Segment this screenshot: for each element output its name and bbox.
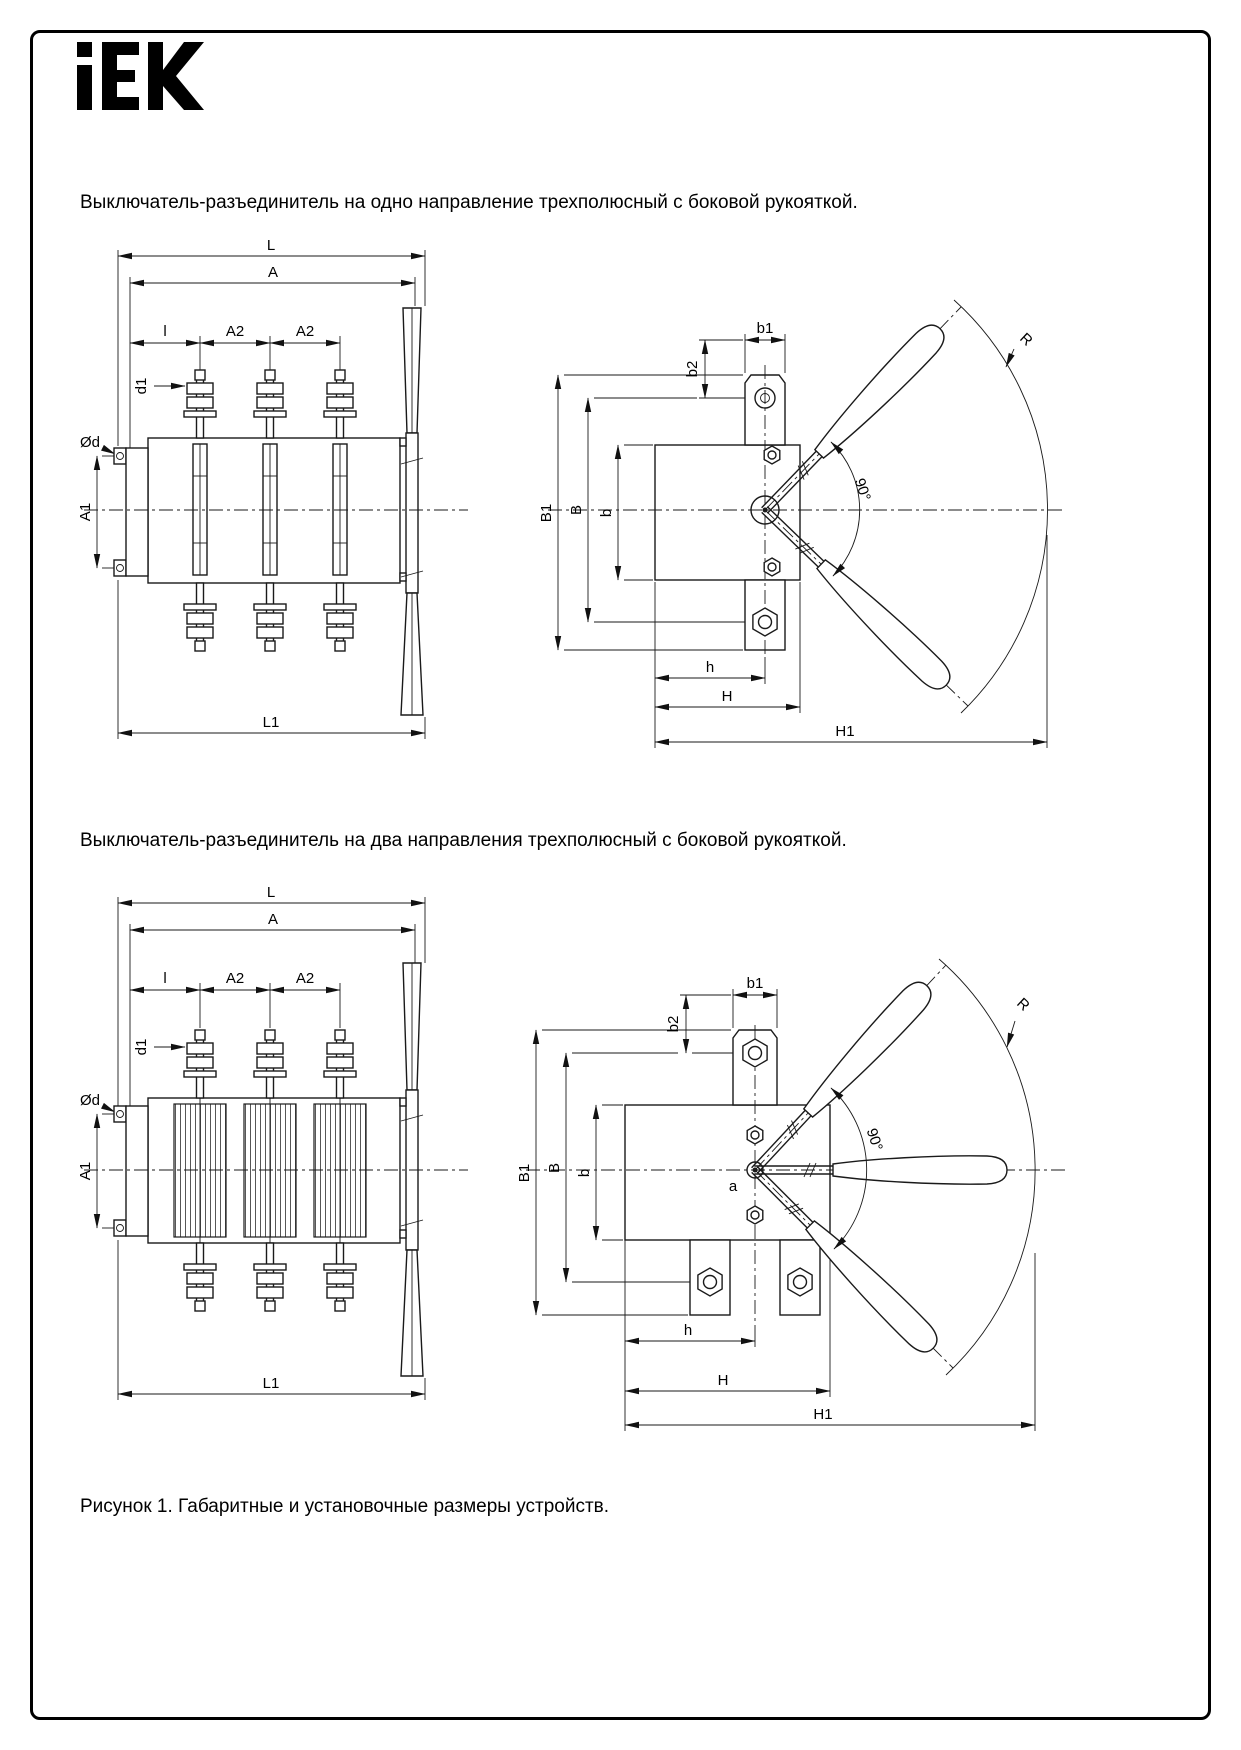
figure-caption: Рисунок 1. Габаритные и установочные раз… [80,1496,610,1517]
switch-body-side [654,444,801,581]
swing-arcs [830,958,1036,1376]
dim-label-A1: A1 [77,1162,94,1180]
dimension-labels: L A l A2 A2 d1 Ød A1 L1 [77,884,314,1392]
dimension-labels: L A l A2 A2 d1 Ød A1 L1 [77,237,314,731]
dim-label-angle: 90° [851,476,874,503]
swing-arcs [830,299,1048,714]
dim-label-A2-2: A2 [296,970,314,987]
dim-label-A2-1: A2 [226,323,244,340]
dimension-labels: b1 b2 B1 B b a 90° R h H H1 [516,975,1033,1423]
handle-pivot [762,507,768,513]
dim-label-A2-1: A2 [226,970,244,987]
dim-label-b1: b1 [757,320,774,337]
handle-pivot [752,1167,758,1173]
dim-label-H1: H1 [835,723,854,740]
dim-label-od: Ød [80,1092,100,1109]
terminal-bolts-bottom [183,1242,357,1312]
dim-label-a: a [729,1178,738,1195]
section1-title: Выключатель-разъединитель на одно направ… [80,192,858,213]
dim-label-A: A [268,264,278,281]
body-screw-bottom [746,1205,764,1225]
dim-label-H: H [718,1372,729,1389]
dim-label-H: H [722,688,733,705]
dim-label-R: R [1013,995,1033,1015]
dim-label-l: l [163,323,166,340]
dim-label-A1: A1 [77,503,94,521]
dim-label-B1: B1 [538,504,555,522]
dim-label-L1: L1 [263,714,280,731]
body-screw-top [763,445,781,465]
handle-shaft [746,1161,764,1179]
dimension-lines [93,250,426,739]
switch-front-geometry [113,962,424,1377]
dim-label-l: l [163,970,166,987]
dim-label-od: Ød [80,434,100,451]
dim-label-h: h [706,659,714,676]
terminal-bolts-top [183,369,357,439]
dim-label-L: L [267,884,275,901]
handle-shaft [750,495,780,525]
side-handle-blades [399,962,424,1377]
section2-title: Выключатель-разъединитель на два направл… [80,830,847,851]
dim-label-b1: b1 [747,975,764,992]
pole-contacts [192,443,348,576]
bottom-bracket-bolt [752,607,778,637]
dimension-lines [93,897,426,1400]
dim-label-b: b [576,1169,593,1177]
dim-label-d1: d1 [133,378,150,395]
dim-label-R: R [1016,330,1036,350]
dim-label-h: h [684,1322,692,1339]
dim-label-L1: L1 [263,1375,280,1392]
drawing-one-direction-front-view: L A l A2 A2 d1 Ød A1 L1 [77,237,468,739]
dimension-lines [554,334,1048,748]
switch-side-geometry [624,1029,831,1316]
drawing-two-direction-side-view: b1 b2 B1 B b a 90° R h H H1 [516,958,1066,1431]
dim-label-A2-2: A2 [296,323,314,340]
dim-label-d1: d1 [133,1039,150,1056]
mounting-bracket [113,447,149,577]
dim-label-b: b [598,509,615,517]
iek-logo-letters [77,42,204,110]
bottom-bracket-bolt-left [697,1267,723,1297]
dim-label-angle: 90° [863,1126,886,1153]
dim-label-b2: b2 [665,1016,682,1033]
terminal-bolts-top [183,1029,357,1099]
mounting-bracket [113,1105,149,1237]
dim-label-H1: H1 [813,1406,832,1423]
dim-label-B: B [568,505,585,515]
dim-label-A: A [268,911,278,928]
pole-contacts-hatched [173,1098,367,1243]
terminal-bolts-bottom [183,582,357,652]
dim-label-L: L [267,237,275,254]
dim-label-B: B [546,1163,563,1173]
side-handle-blades [399,307,424,716]
bottom-bracket-bolt-right [787,1267,813,1297]
switch-body-side [624,1104,831,1241]
switch-front-geometry [113,307,424,716]
body-screw-top [746,1125,764,1145]
centerlines [548,306,1062,707]
iek-logo [77,42,204,110]
dim-label-B1: B1 [516,1164,533,1182]
drawing-one-direction-side-view: b1 b2 B1 B b 90° R h H H1 [538,299,1062,748]
drawing-two-direction-front-view: L A l A2 A2 d1 Ød A1 L1 [77,884,468,1400]
dim-label-b2: b2 [684,361,701,378]
body-screw-bottom [763,557,781,577]
top-bracket-bolt [742,1038,768,1068]
